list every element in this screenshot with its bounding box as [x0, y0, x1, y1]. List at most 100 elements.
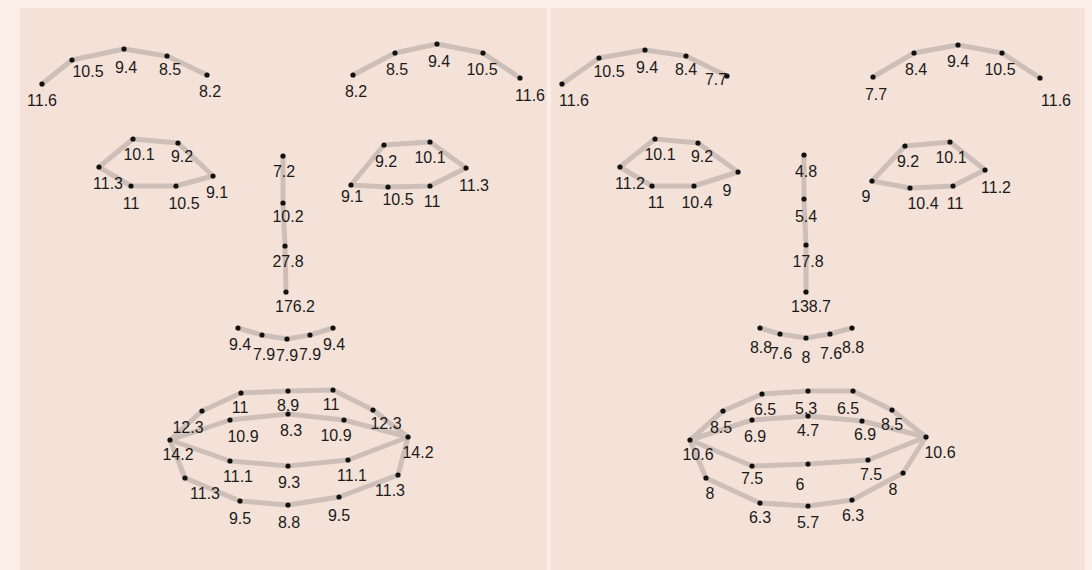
landmark-value: 12.3 [171, 420, 204, 436]
landmark-value: 6.5 [753, 402, 777, 418]
landmark-value: 11.3 [374, 483, 406, 499]
landmark-value: 11.6 [26, 93, 58, 109]
landmark-value: 4.7 [796, 423, 820, 439]
landmark-value: 9.5 [327, 508, 351, 524]
landmark-value: 11 [122, 196, 141, 212]
landmark-value: 10.5 [71, 64, 104, 80]
landmark-lines [42, 44, 1040, 506]
landmark-value: 9.4 [427, 54, 451, 70]
landmark-value: 10.1 [413, 150, 446, 166]
landmark-value: 8.5 [385, 62, 409, 78]
landmark-value: 10.5 [465, 62, 498, 78]
landmark-value: 8.2 [344, 84, 368, 100]
landmark-value: 10.6 [681, 447, 714, 463]
landmark-value: 11.6 [514, 88, 546, 104]
landmark-value: 9.4 [114, 60, 138, 76]
landmark-value: 9.2 [374, 154, 398, 170]
landmark-value: 10.1 [934, 150, 967, 166]
landmark-value: 9.1 [205, 185, 229, 201]
landmark-value: 9.4 [635, 60, 659, 76]
landmark-value: 7.6 [769, 346, 793, 362]
left-panel [20, 8, 547, 570]
landmark-value: 8.8 [749, 340, 773, 356]
landmark-value: 14.2 [401, 445, 434, 461]
landmark-value: 8 [888, 482, 899, 498]
landmark-value: 9 [722, 183, 733, 199]
landmark-value: 8.5 [880, 417, 904, 433]
landmark-value: 11.1 [222, 469, 254, 485]
landmark-value: 10.5 [592, 64, 625, 80]
landmark-value: 7.9 [275, 348, 299, 364]
landmark-value: 7.9 [298, 347, 322, 363]
landmark-value: 8.5 [709, 420, 733, 436]
landmark-value: 9.2 [170, 149, 194, 165]
landmark-value: 10.4 [906, 196, 939, 212]
landmark-value: 8.5 [158, 62, 182, 78]
landmark-value: 8 [801, 350, 812, 366]
landmark-value: 10.5 [381, 192, 414, 208]
landmark-value: 8.8 [841, 340, 865, 356]
landmark-value: 9.4 [228, 337, 252, 353]
landmark-value: 14.2 [161, 447, 194, 463]
landmark-value: 7.7 [704, 72, 728, 88]
landmark-value: 6 [795, 477, 806, 493]
landmark-value: 6.5 [836, 401, 860, 417]
landmark-value: 6.3 [841, 508, 865, 524]
landmark-value: 11 [946, 196, 965, 212]
landmark-value: 8.8 [277, 515, 301, 531]
landmark-value: 7.9 [252, 347, 276, 363]
landmark-value: 8.2 [198, 84, 222, 100]
landmark-value: 8.9 [276, 398, 300, 414]
landmark-value: 9.4 [946, 54, 970, 70]
landmark-value: 7.5 [740, 471, 764, 487]
landmark-value: 6.9 [743, 429, 767, 445]
landmark-value: 9 [861, 189, 872, 205]
landmark-dots [39, 41, 1042, 508]
landmark-value: 11.3 [189, 486, 221, 502]
landmark-value: 11.6 [558, 93, 590, 109]
landmark-value: 10.9 [226, 429, 259, 445]
landmark-value: 11 [647, 195, 666, 211]
landmark-value: 11.3 [92, 176, 124, 192]
landmark-value: 11 [231, 400, 250, 416]
landmark-value: 12.3 [369, 416, 402, 432]
landmark-value: 9.2 [896, 154, 920, 170]
landmark-value: 7.5 [859, 467, 883, 483]
landmark-value: 11.1 [336, 468, 368, 484]
landmark-value: 6.9 [853, 427, 877, 443]
landmark-value: 10.2 [271, 209, 304, 225]
landmark-value: 11.3 [458, 178, 490, 194]
landmark-value: 8.4 [904, 62, 928, 78]
landmark-value: 11 [423, 194, 442, 210]
landmark-value: 9.3 [277, 475, 301, 491]
right-panel [551, 8, 1085, 570]
landmark-value: 10.6 [923, 445, 956, 461]
landmark-value: 10.4 [680, 195, 713, 211]
landmark-value: 10.9 [319, 428, 352, 444]
landmark-value: 11.2 [614, 176, 646, 192]
landmark-value: 17.8 [791, 254, 824, 270]
landmark-value: 8.3 [279, 423, 303, 439]
landmark-value: 6.3 [748, 510, 772, 526]
landmark-value: 11.6 [1040, 93, 1072, 109]
landmark-value: 11.2 [980, 180, 1012, 196]
landmark-value: 7.6 [819, 346, 843, 362]
landmark-value: 9.4 [322, 337, 346, 353]
landmark-value: 7.7 [864, 87, 888, 103]
landmark-value: 10.5 [983, 62, 1016, 78]
landmark-value: 5.7 [796, 515, 820, 531]
landmark-value: 10.1 [122, 147, 155, 163]
landmark-value: 9.2 [690, 149, 714, 165]
landmark-value: 27.8 [271, 254, 304, 270]
landmark-value: 9.1 [340, 189, 364, 205]
landmark-value: 8.4 [674, 62, 698, 78]
landmark-value: 138.7 [790, 299, 832, 315]
landmark-value: 10.1 [643, 147, 676, 163]
landmark-value: 5.4 [794, 209, 818, 225]
landmark-value: 7.2 [272, 164, 296, 180]
landmark-value: 8 [705, 486, 716, 502]
landmark-value: 176.2 [274, 299, 316, 315]
landmark-value: 5.3 [794, 401, 818, 417]
